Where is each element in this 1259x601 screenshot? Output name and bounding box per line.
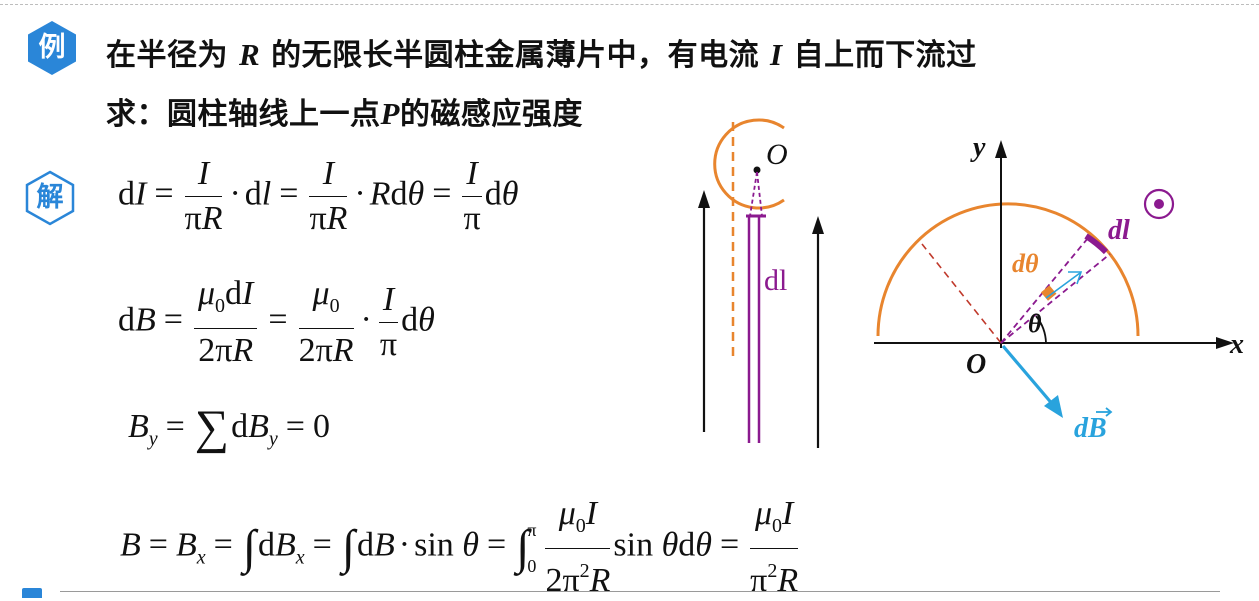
footer-marker: [22, 588, 42, 598]
label-O: O: [766, 138, 788, 171]
out-of-page-ring-icon: [1143, 188, 1175, 220]
hexagon-icon: [28, 21, 76, 75]
point-O-dot: [753, 166, 761, 174]
label-y: y: [970, 132, 986, 163]
problem-text: 的磁感应强度: [399, 97, 583, 132]
symbol-P: P: [380, 96, 400, 131]
dB-vector: [1001, 344, 1056, 408]
strip-to-O-dashed-2: [756, 171, 763, 217]
problem-text: 的无限长半圆柱金属薄片中，有电流: [271, 38, 760, 73]
label-dB: dB: [1074, 413, 1107, 444]
symbol-R: R: [238, 37, 261, 72]
radius-dashed-strip-2: [1000, 253, 1111, 344]
strip-dl-arc: [1084, 233, 1109, 255]
theta-angle-arc: [1035, 315, 1047, 344]
label-theta: θ: [1028, 309, 1042, 338]
y-axis-arrow-icon: [995, 140, 1007, 158]
radius-dashed-strip-1: [1000, 237, 1089, 344]
radius-dashed-left: [921, 243, 1002, 344]
hexagon-outline-icon: [25, 170, 75, 226]
label-x: x: [1229, 329, 1244, 360]
strip-to-O-dashed: [749, 171, 758, 217]
top-dashed-divider: [0, 4, 1259, 5]
dB-arrow-head-icon: [1044, 395, 1063, 418]
out-of-page-dot-icon: [1154, 199, 1164, 209]
problem-line-1: 在半径为 R 的无限长半圆柱金属薄片中，有电流 I 自上而下流过: [106, 30, 977, 74]
cross-section-diagram: x y O θ dθ dl dB: [874, 132, 1244, 444]
example-badge-label: 例: [38, 32, 66, 63]
label-dl-right: dl: [1108, 215, 1130, 246]
label-O-origin: O: [966, 349, 986, 380]
arrow-head-up-icon: [698, 190, 710, 208]
label-dtheta: dθ: [1012, 249, 1039, 278]
x-axis-arrow-icon: [1216, 337, 1234, 349]
half-cylinder-top-arc: [713, 118, 785, 210]
footer-divider: [60, 591, 1220, 592]
half-circle-arc: [876, 202, 1140, 337]
inner-blue-vector: [1045, 272, 1081, 299]
equation-By: By=∑dBy=0: [128, 401, 330, 454]
arrow-head-up-icon: [812, 216, 824, 234]
label-dl: dl: [764, 264, 787, 297]
symbol-I: I: [770, 37, 783, 72]
solution-badge-label: 解: [36, 182, 64, 213]
problem-text: 自上而下流过: [793, 38, 977, 73]
dB-vector-arrow-mark-head-icon: [1105, 407, 1113, 417]
example-badge: 例: [24, 20, 80, 76]
element-dtheta-square: [1040, 285, 1057, 301]
problem-text: 求：圆柱轴线上一点: [106, 97, 381, 132]
problem-text: 在半径为: [106, 38, 228, 73]
problem-line-2: 求：圆柱轴线上一点P的磁感应强度: [106, 89, 583, 133]
cylinder-side-diagram: O dl: [698, 118, 824, 448]
inner-arrow-head-icon: [1068, 271, 1083, 285]
solution-badge: 解: [22, 170, 78, 226]
